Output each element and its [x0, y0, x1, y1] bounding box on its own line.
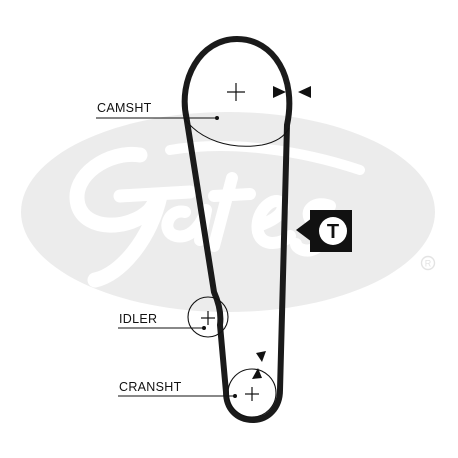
tensioner-pointer-icon [296, 218, 312, 242]
camshaft-leader-dot [215, 116, 219, 120]
idler-callout: IDLER [118, 312, 206, 330]
belt-outline [181, 36, 293, 423]
camshaft-timing-mark-icon [273, 86, 311, 98]
timing-belt [181, 36, 293, 423]
camshaft-pulley [183, 83, 311, 147]
crankshaft-label: CRANSHT [119, 380, 182, 394]
tensioner-badge: T [296, 210, 352, 252]
crankshaft-pulley [227, 351, 277, 418]
crankshaft-pulley-circle [227, 368, 277, 418]
camshaft-callout: CAMSHT [96, 101, 219, 120]
idler-label: IDLER [119, 312, 157, 326]
idler-pulley-circle [187, 296, 229, 338]
registered-mark-icon: R [420, 255, 436, 271]
camshaft-pulley-arc [183, 117, 290, 147]
idler-center-mark [201, 311, 215, 325]
idler-pulley [187, 296, 229, 338]
crankshaft-leader-dot [233, 394, 237, 398]
crankshaft-timing-mark-icon [252, 351, 266, 379]
idler-leader-dot [202, 326, 206, 330]
camshaft-label: CAMSHT [97, 101, 152, 115]
crankshaft-center-mark [245, 387, 259, 401]
svg-text:R: R [425, 259, 432, 269]
gates-logo-watermark: R [21, 112, 436, 312]
camshaft-center-mark [227, 83, 245, 101]
tensioner-label: T [327, 221, 339, 243]
tensioner-badge-circle [319, 217, 347, 245]
crankshaft-callout: CRANSHT [118, 380, 237, 398]
